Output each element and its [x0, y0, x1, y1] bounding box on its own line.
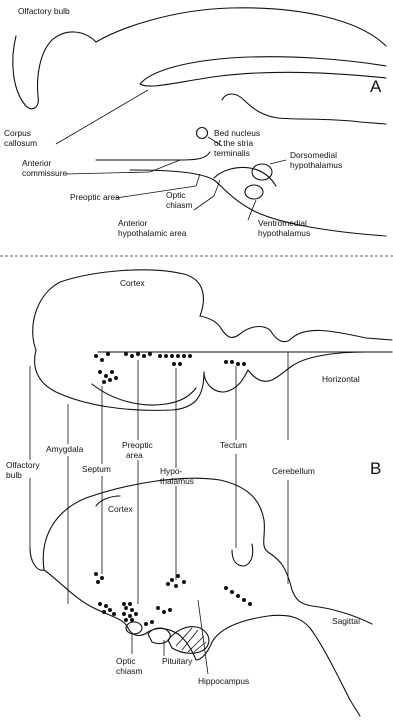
- label-b-septum: Septum: [82, 464, 111, 474]
- panel-b-sagittal-view: Cortex Sagittal Optic chiasm Pituitary H…: [30, 454, 372, 716]
- label-a-corpus-callosum: Corpus callosum: [4, 128, 37, 148]
- panel-b-sagittal-leaders: [30, 454, 288, 674]
- panel-b-letter: B: [370, 459, 381, 478]
- label-b-cortex-top: Cortex: [120, 278, 145, 288]
- label-a-preoptic-area: Preoptic area: [70, 192, 120, 202]
- label-a-bed-nucleus: Bed nucleus of the stria terminalis: [214, 128, 262, 158]
- panel-b-sagittal-outline: [30, 478, 372, 624]
- label-b-preoptic: Preoptic area: [122, 440, 155, 460]
- panel-b-horizontal-outline: [33, 270, 392, 350]
- label-b-hippocampus: Hippocampus: [198, 676, 249, 686]
- panel-b-sagittal-lower: [44, 570, 360, 716]
- panel-b-amygdala-curve: [92, 384, 196, 405]
- label-b-olfactory-bulb: Olfactory bulb: [6, 460, 42, 480]
- panel-a-corpus-callosum-lower: [140, 72, 386, 86]
- panel-b-sagittal-hippocampus: [168, 627, 209, 654]
- label-b-hypothalamus: Hypo- thalamus: [160, 466, 194, 486]
- label-b-cerebellum: Cerebellum: [272, 466, 315, 476]
- panel-a-cortex-outline: [96, 8, 386, 46]
- label-b-sagittal: Sagittal: [332, 616, 360, 626]
- panel-a-olfactory-bulb-outline: [13, 32, 96, 109]
- panel-a-ventricle-outline: [222, 94, 386, 124]
- label-b-pituitary: Pituitary: [162, 656, 193, 666]
- label-a-olfactory-bulb: Olfactory bulb: [18, 6, 70, 16]
- panel-a-corpus-callosum: [140, 57, 386, 84]
- label-b-tectum: Tectum: [220, 440, 247, 450]
- panel-a-bed-nucleus-marker: [197, 128, 208, 139]
- panel-a: Olfactory bulb Corpus callosum Anterior …: [4, 6, 386, 238]
- label-b-amygdala: Amygdala: [46, 444, 84, 454]
- panel-b-horizontal-view: Cortex Horizontal Amygdala Preoptic area…: [6, 270, 392, 486]
- label-a-dorsomedial: Dorsomedial hypothalamus: [290, 150, 342, 170]
- label-b-optic-chiasm: Optic chiasm: [116, 656, 143, 676]
- label-b-horizontal: Horizontal: [322, 374, 360, 384]
- label-a-anterior-commissure: Anterior commissure: [22, 158, 67, 178]
- panel-a-letter: A: [370, 77, 382, 96]
- panel-b-pituitary-marker: [148, 628, 170, 644]
- label-a-ventromedial: Ventromedial hypothalamus: [258, 218, 310, 238]
- panel-a-ventromedial-marker: [245, 185, 263, 199]
- label-a-optic-chiasm: Optic chiasm: [166, 190, 193, 210]
- panel-a-commissure-line: [96, 152, 210, 160]
- panel-b-sagittal-tectum: [232, 544, 253, 566]
- label-a-anterior-hypothalamic: Anterior hypothalamic area: [118, 218, 187, 238]
- panel-a-third-ventricle: [214, 167, 276, 186]
- panel-b-sagittal-dots: [94, 572, 252, 626]
- label-b-cortex-mid: Cortex: [108, 504, 133, 514]
- panel-b-horizontal-dots: [94, 352, 246, 384]
